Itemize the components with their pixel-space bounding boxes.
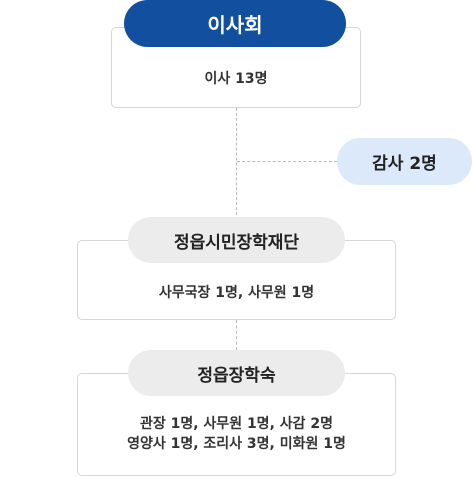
foundation-title: 정읍시민장학재단 <box>128 217 345 263</box>
dormitory-staff-line1: 관장 1명, 사무원 1명, 사감 2명 <box>139 416 334 432</box>
foundation-staff: 사무국장 1명, 사무원 1명 <box>158 285 315 301</box>
audit-connector <box>237 161 337 162</box>
board-members: 이사 13명 <box>204 71 268 87</box>
board-to-foundation-connector <box>236 108 237 220</box>
dormitory-title: 정읍장학숙 <box>128 350 345 396</box>
dormitory-staff-line2: 영양사 1명, 조리사 3명, 미화원 1명 <box>127 436 346 452</box>
audit-badge: 감사 2명 <box>337 138 472 185</box>
foundation-to-dormitory-connector <box>236 320 237 350</box>
board-title: 이사회 <box>124 0 346 47</box>
